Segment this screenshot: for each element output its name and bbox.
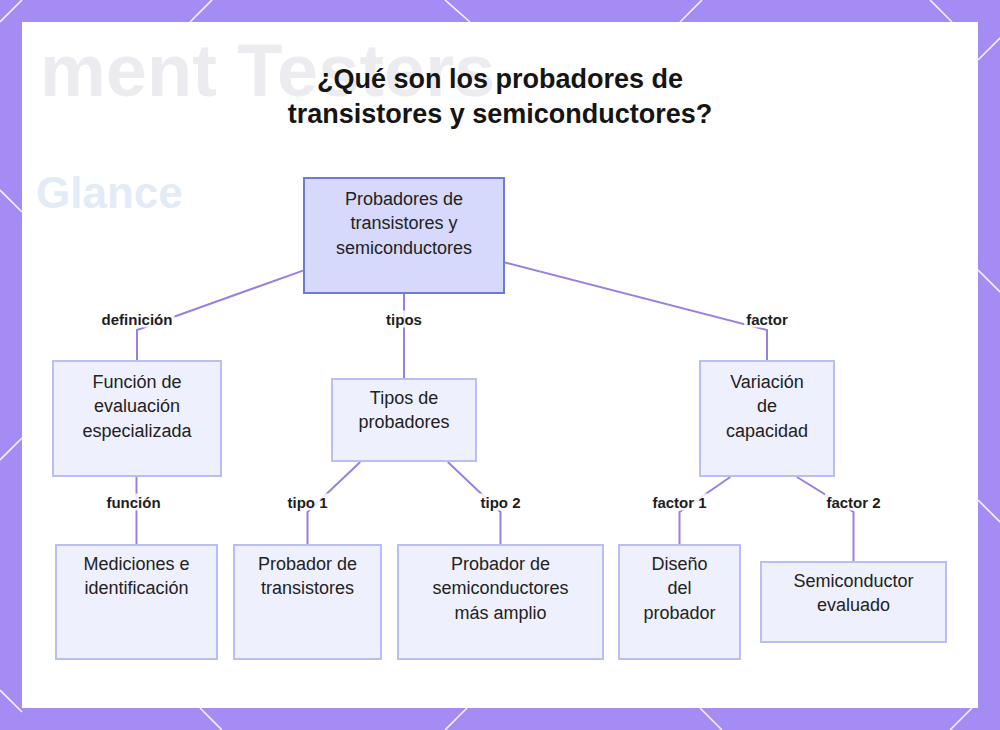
diagram-title: ¿Qué son los probadores de transistores … — [250, 62, 750, 132]
connector-line — [680, 477, 731, 544]
concept-box: Mediciones e identificación — [55, 544, 218, 660]
node-text: Semiconductor evaluado — [779, 569, 929, 618]
connector-line — [136, 477, 138, 544]
concept-box: Tipos de probadores — [331, 378, 477, 462]
node-text: Probador de transistores — [258, 552, 358, 601]
root-box: Probadores de transistores y semiconduct… — [303, 177, 505, 294]
connector-line — [403, 294, 405, 378]
concept-box: Variación de capacidad — [699, 360, 835, 477]
watermark-text: Glance — [36, 168, 183, 218]
node-text: Diseño del probador — [640, 552, 720, 625]
edge-label: tipos — [384, 311, 424, 328]
node-text: Variación de capacidad — [719, 370, 815, 443]
edge-label: factor — [744, 311, 790, 328]
edge-label: tipo 2 — [479, 494, 523, 511]
concept-box: Probador de semiconductores más amplio — [397, 544, 604, 660]
node-text: Mediciones e identificación — [67, 552, 207, 601]
edge-label: factor 2 — [824, 494, 882, 511]
concept-box: Diseño del probador — [618, 544, 741, 660]
edge-label: función — [104, 494, 162, 511]
node-text: Tipos de probadores — [348, 386, 460, 435]
node-text: Probador de semiconductores más amplio — [416, 552, 586, 625]
concept-box: Semiconductor evaluado — [760, 561, 947, 643]
connector-line — [505, 262, 767, 360]
node-text: Probadores de transistores y semiconduct… — [324, 187, 484, 260]
node-text: Función de evaluación especializada — [67, 370, 207, 443]
edge-label: definición — [100, 311, 175, 328]
edge-label: factor 1 — [650, 494, 708, 511]
connector-line — [797, 477, 854, 561]
concept-box: Probador de transistores — [233, 544, 382, 660]
edge-label: tipo 1 — [286, 494, 330, 511]
concept-box: Función de evaluación especializada — [52, 360, 222, 477]
